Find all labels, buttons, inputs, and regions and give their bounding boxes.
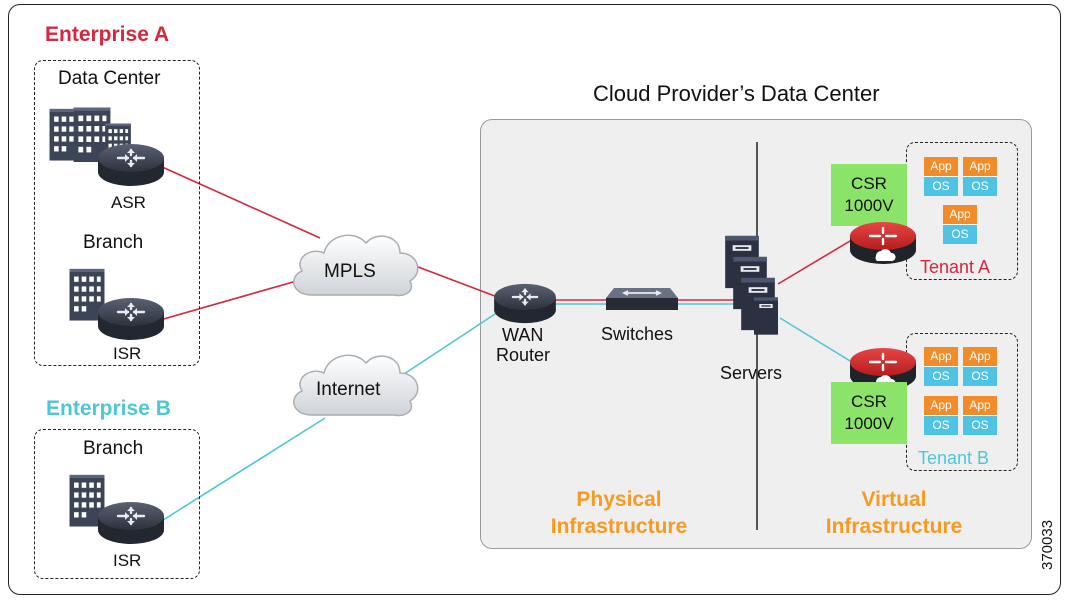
link-branch-a-mpls: [159, 279, 301, 321]
switch-icon: [606, 288, 678, 310]
tenant-a-vm: App OS: [943, 205, 977, 244]
tenant-a-label: Tenant A: [920, 257, 991, 277]
link-branch-b-internet: [159, 417, 326, 523]
wan-router-label-line2: Router: [496, 345, 551, 365]
wan-router-label: WAN Router: [496, 325, 550, 365]
tenant-b-csr-line2: 1000V: [844, 414, 894, 433]
enterprise-a-box: [34, 60, 200, 366]
branch-a-label: Branch: [83, 232, 144, 253]
tenant-b-vm: App OS: [924, 396, 958, 435]
asr-label: ASR: [111, 193, 146, 212]
branch-b-label: Branch: [83, 438, 144, 459]
isr-a-label: ISR: [113, 344, 142, 363]
physical-title-line1: Physical: [576, 488, 662, 511]
tenant-a-vm: App OS: [963, 157, 997, 196]
servers-label: Servers: [720, 363, 783, 383]
vm-os: OS: [943, 224, 977, 244]
virtual-title-line1: Virtual: [861, 488, 927, 511]
link-asr-mpls: [159, 165, 321, 239]
tenant-a-virtual-router-icon: [848, 220, 918, 266]
vm-os: OS: [963, 415, 997, 435]
tenant-b-vm: App OS: [963, 347, 997, 386]
internet-label: Internet: [316, 379, 381, 400]
physical-infrastructure-title: Physical Infrastructure: [538, 486, 700, 540]
router-icon: [96, 142, 166, 188]
vm-os: OS: [963, 176, 997, 196]
vm-os: OS: [924, 415, 958, 435]
data-center-label: Data Center: [58, 68, 161, 89]
tenant-b-label: Tenant B: [918, 448, 990, 468]
vm-os: OS: [924, 366, 958, 386]
tenant-b-vm: App OS: [963, 396, 997, 435]
tenant-b-csr-box: CSR 1000V: [831, 382, 907, 444]
virtual-infrastructure-title: Virtual Infrastructure: [808, 486, 980, 540]
vm-app: App: [924, 157, 958, 176]
mpls-label: MPLS: [324, 261, 376, 282]
isr-b-label: ISR: [113, 551, 142, 570]
tenant-a-vm: App OS: [924, 157, 958, 196]
tenant-a-csr-line2: 1000V: [844, 196, 894, 215]
physical-virtual-divider: [756, 142, 758, 530]
router-icon: [96, 500, 166, 546]
wan-router-icon: [492, 282, 558, 325]
figure-frame: [8, 4, 1061, 595]
switches-label: Switches: [601, 324, 674, 344]
physical-title-line2: Infrastructure: [550, 515, 688, 538]
vm-os: OS: [924, 176, 958, 196]
link-mpls-wan: [404, 261, 501, 299]
link-internet-wan: [394, 311, 499, 381]
figure-id: 370033: [1039, 519, 1056, 570]
enterprise-a-title: Enterprise A: [45, 23, 170, 46]
vm-app: App: [963, 157, 997, 176]
tenant-b-csr-line1: CSR: [851, 392, 887, 411]
cloud-provider-title: Cloud Provider’s Data Center: [593, 81, 880, 106]
tenant-a-csr-box: CSR 1000V: [831, 164, 907, 226]
virtual-title-line2: Infrastructure: [825, 515, 963, 538]
enterprise-b-title: Enterprise B: [46, 397, 171, 420]
vm-app: App: [943, 205, 977, 224]
tenant-a-csr-line1: CSR: [851, 174, 887, 193]
tenant-b-vm: App OS: [924, 347, 958, 386]
wan-router-label-line1: WAN: [502, 325, 544, 345]
vm-app: App: [924, 396, 958, 415]
server-icon: [746, 296, 786, 336]
link-servers-tenant-b: [779, 317, 856, 365]
vm-app: App: [963, 347, 997, 366]
vm-app: App: [924, 347, 958, 366]
vm-app: App: [963, 396, 997, 415]
vm-os: OS: [963, 366, 997, 386]
link-servers-tenant-a: [777, 237, 856, 285]
enterprise-b-box: [34, 429, 200, 579]
router-icon: [96, 296, 166, 342]
